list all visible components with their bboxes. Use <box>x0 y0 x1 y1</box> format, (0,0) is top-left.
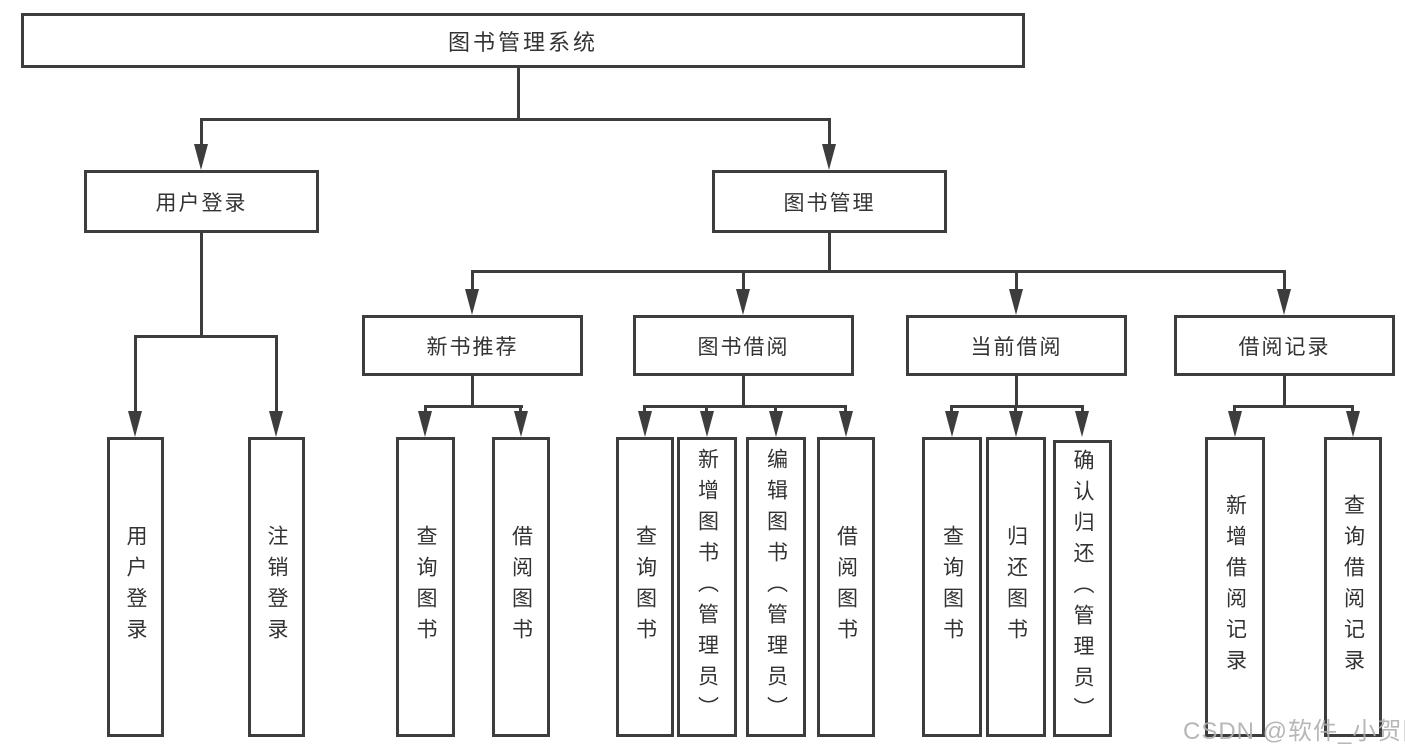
leaf-query-books-borrowing-label: 查询图书 <box>633 525 657 649</box>
node-root: 图书管理系统 <box>21 13 1025 68</box>
leaf-edit-books-admin: 编辑图书（管理员） <box>746 437 806 737</box>
connector-line <box>275 335 278 411</box>
connector-line <box>643 405 847 408</box>
connector-line <box>742 270 745 289</box>
leaf-return-books-label: 归还图书 <box>1004 525 1028 649</box>
arrow-down-icon <box>514 411 528 437</box>
leaf-return-books: 归还图书 <box>986 437 1046 737</box>
node-book-borrowing-label: 图书借阅 <box>697 335 790 359</box>
arrow-down-icon <box>1009 411 1023 437</box>
node-book-management: 图书管理 <box>712 170 947 233</box>
connector-line <box>471 270 474 289</box>
connector-line <box>1015 376 1018 405</box>
arrow-down-icon <box>822 144 836 170</box>
arrow-down-icon <box>736 289 750 315</box>
leaf-query-books-recommend-label: 查询图书 <box>414 525 437 649</box>
leaf-logout-label: 注销登录 <box>265 525 288 649</box>
connector-line <box>1233 405 1236 411</box>
node-user-login-label: 用户登录 <box>155 191 248 215</box>
connector-line <box>471 270 1286 273</box>
leaf-query-books-current: 查询图书 <box>922 437 982 737</box>
connector-line <box>828 118 831 144</box>
arrow-down-icon <box>769 411 783 437</box>
connector-line <box>134 335 137 411</box>
connector-line <box>1081 405 1084 411</box>
leaf-confirm-return-admin-label: 确认归还（管理员） <box>1071 449 1094 728</box>
node-current-borrowing: 当前借阅 <box>906 315 1127 376</box>
leaf-add-books-admin-label: 新增图书（管理员） <box>695 447 719 727</box>
connector-line <box>643 405 646 411</box>
arrow-down-icon <box>1346 411 1360 437</box>
connector-line <box>519 405 522 411</box>
arrow-down-icon <box>269 411 283 437</box>
connector-line <box>200 118 831 121</box>
connector-line <box>950 405 1084 408</box>
connector-line <box>742 376 745 405</box>
node-user-login: 用户登录 <box>84 170 319 233</box>
arrow-down-icon <box>700 411 714 437</box>
leaf-edit-books-admin-label: 编辑图书（管理员） <box>764 447 788 727</box>
leaf-query-books-recommend: 查询图书 <box>396 437 455 737</box>
arrow-down-icon <box>638 411 652 437</box>
arrow-down-icon <box>194 144 208 170</box>
node-borrowing-records: 借阅记录 <box>1174 315 1395 376</box>
arrow-down-icon <box>465 289 479 315</box>
connector-line <box>1351 405 1354 411</box>
leaf-user-login: 用户登录 <box>107 437 164 737</box>
leaf-add-borrow-record-label: 新增借阅记录 <box>1223 494 1247 680</box>
connector-line <box>471 376 474 405</box>
node-current-borrowing-label: 当前借阅 <box>970 335 1063 359</box>
leaf-query-borrow-record-label: 查询借阅记录 <box>1341 494 1365 680</box>
connector-line <box>774 405 777 411</box>
connector-line <box>517 68 520 118</box>
arrow-down-icon <box>1277 289 1291 315</box>
leaf-query-borrow-record: 查询借阅记录 <box>1324 437 1382 737</box>
node-new-book-recommend: 新书推荐 <box>362 315 583 376</box>
connector-line <box>1015 270 1018 289</box>
arrow-down-icon <box>128 411 142 437</box>
connector-line <box>1014 405 1017 411</box>
connector-line <box>844 405 847 411</box>
connector-line <box>828 233 831 270</box>
csdn-watermark: CSDN @软件_小贺同学 <box>1183 718 1405 745</box>
arrow-down-icon <box>418 411 432 437</box>
leaf-user-login-label: 用户登录 <box>124 525 147 649</box>
connector-line <box>1233 405 1354 408</box>
arrow-down-icon <box>1075 411 1089 437</box>
connector-line <box>1283 270 1286 289</box>
node-book-management-label: 图书管理 <box>783 191 876 215</box>
leaf-borrow-books-recommend: 借阅图书 <box>492 437 550 737</box>
arrow-down-icon <box>839 411 853 437</box>
leaf-borrow-books-borrowing-label: 借阅图书 <box>834 525 858 649</box>
connector-line <box>200 118 203 144</box>
node-new-book-recommend-label: 新书推荐 <box>426 335 519 359</box>
leaf-borrow-books-recommend-label: 借阅图书 <box>509 525 533 649</box>
leaf-add-books-admin: 新增图书（管理员） <box>677 437 737 737</box>
leaf-confirm-return-admin: 确认归还（管理员） <box>1053 440 1112 737</box>
arrow-down-icon <box>1009 289 1023 315</box>
node-borrowing-records-label: 借阅记录 <box>1238 335 1331 359</box>
leaf-query-books-borrowing: 查询图书 <box>616 437 674 737</box>
arrow-down-icon <box>945 411 959 437</box>
connector-line <box>134 335 278 338</box>
arrow-down-icon <box>1228 411 1242 437</box>
leaf-add-borrow-record: 新增借阅记录 <box>1205 437 1265 737</box>
leaf-borrow-books-borrowing: 借阅图书 <box>817 437 875 737</box>
connector-line <box>950 405 953 411</box>
leaf-logout: 注销登录 <box>248 437 305 737</box>
connector-line <box>424 405 523 408</box>
node-book-borrowing: 图书借阅 <box>633 315 854 376</box>
connector-line <box>200 233 203 335</box>
connector-line <box>705 405 708 411</box>
leaf-query-books-current-label: 查询图书 <box>940 525 964 649</box>
node-root-label: 图书管理系统 <box>447 29 598 55</box>
connector-line <box>424 405 427 411</box>
connector-line <box>1283 376 1286 405</box>
